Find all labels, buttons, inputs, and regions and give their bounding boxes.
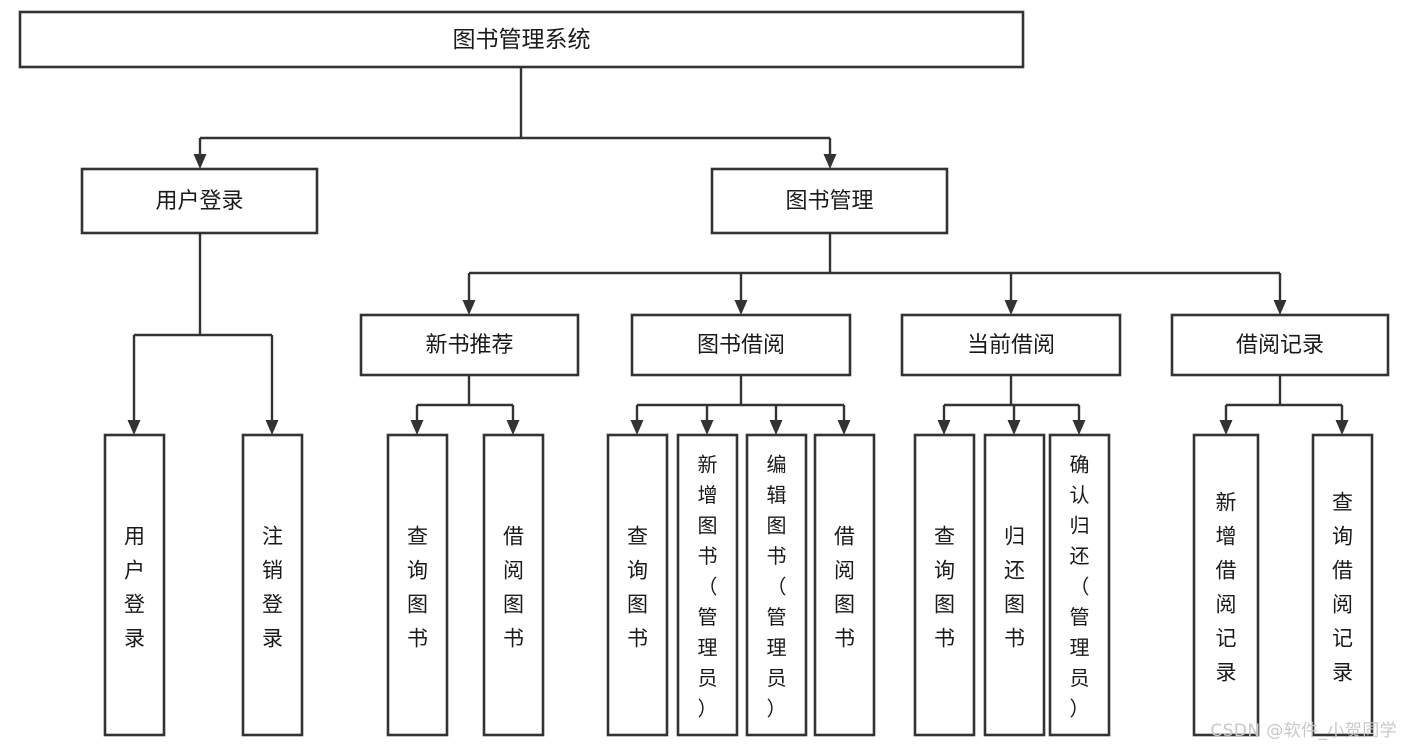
connector-conn-current-borrow	[937, 375, 1086, 435]
connector-conn-new-book	[410, 375, 520, 435]
node-leaf-add-borrow-record[interactable]: 新增借阅记录	[1192, 433, 1260, 737]
node-label: 编辑图书（管理员）	[767, 453, 787, 721]
node-label: 查询图书	[934, 525, 955, 651]
node-leaf-logout[interactable]: 注销登录	[241, 433, 304, 737]
node-leaf-query-book[interactable]: 查询图书	[606, 433, 669, 737]
node-label: 确认归还（管理员）	[1070, 453, 1090, 721]
connectors-layer	[127, 67, 1349, 435]
node-root-图书管理系统[interactable]: 图书管理系统	[18, 10, 1025, 69]
node-leaf-borrow-book-new[interactable]: 借阅图书	[482, 433, 545, 737]
node-label: 新增图书（管理员）	[698, 453, 718, 721]
node-label: 借阅记录	[1236, 333, 1324, 358]
node-label: 查询图书	[627, 525, 648, 651]
node-leaf-query-book-cur[interactable]: 查询图书	[913, 433, 976, 737]
node-leaf-query-borrow-record[interactable]: 查询借阅记录	[1311, 433, 1374, 737]
node-label: 查询图书	[407, 525, 428, 651]
node-leaf-edit-book-admin[interactable]: 编辑图书（管理员）	[745, 433, 808, 737]
node-leaf-user-login[interactable]: 用户登录	[103, 433, 166, 737]
node-label: 借阅图书	[834, 525, 855, 651]
node-label: 用户登录	[124, 525, 145, 651]
node-label: 新增借阅记录	[1216, 491, 1237, 685]
node-label: 查询借阅记录	[1332, 491, 1353, 685]
connector-conn-root	[193, 67, 837, 169]
node-leaf-borrow-book[interactable]: 借阅图书	[813, 433, 876, 737]
node-label: 注销登录	[262, 525, 283, 651]
node-label: 当前借阅	[967, 333, 1055, 358]
node-leaf-confirm-return-admin[interactable]: 确认归还（管理员）	[1048, 433, 1111, 737]
node-leaf-add-book-admin[interactable]: 新增图书（管理员）	[676, 433, 739, 737]
node-label: 归还图书	[1004, 525, 1025, 651]
node-leaf-query-book-new[interactable]: 查询图书	[386, 433, 449, 737]
node-label: 借阅图书	[503, 525, 524, 651]
connector-conn-book-manage	[462, 233, 1287, 315]
node-leaf-return-book[interactable]: 归还图书	[983, 433, 1046, 737]
node-label: 新书推荐	[425, 333, 513, 358]
node-label: 图书管理	[785, 189, 873, 214]
node-label: 图书借阅	[697, 333, 785, 358]
node-borrow-record[interactable]: 借阅记录	[1170, 313, 1390, 377]
nodes-layer: 图书管理系统用户登录图书管理新书推荐图书借阅当前借阅借阅记录用户登录注销登录查询…	[18, 10, 1390, 737]
node-label: 用户登录	[155, 189, 243, 214]
csdn-watermark: CSDN @软件_小贺同学	[1210, 721, 1397, 741]
node-label: 图书管理系统	[453, 27, 591, 53]
node-user-login[interactable]: 用户登录	[80, 167, 319, 235]
node-new-book-recommend[interactable]: 新书推荐	[359, 313, 580, 377]
node-book-borrow[interactable]: 图书借阅	[630, 313, 852, 377]
connector-conn-user-login	[127, 233, 279, 435]
node-book-manage[interactable]: 图书管理	[710, 167, 949, 235]
node-current-borrow[interactable]: 当前借阅	[900, 313, 1122, 377]
connector-conn-book-borrow	[630, 375, 851, 435]
connector-conn-borrow-record	[1219, 375, 1349, 435]
